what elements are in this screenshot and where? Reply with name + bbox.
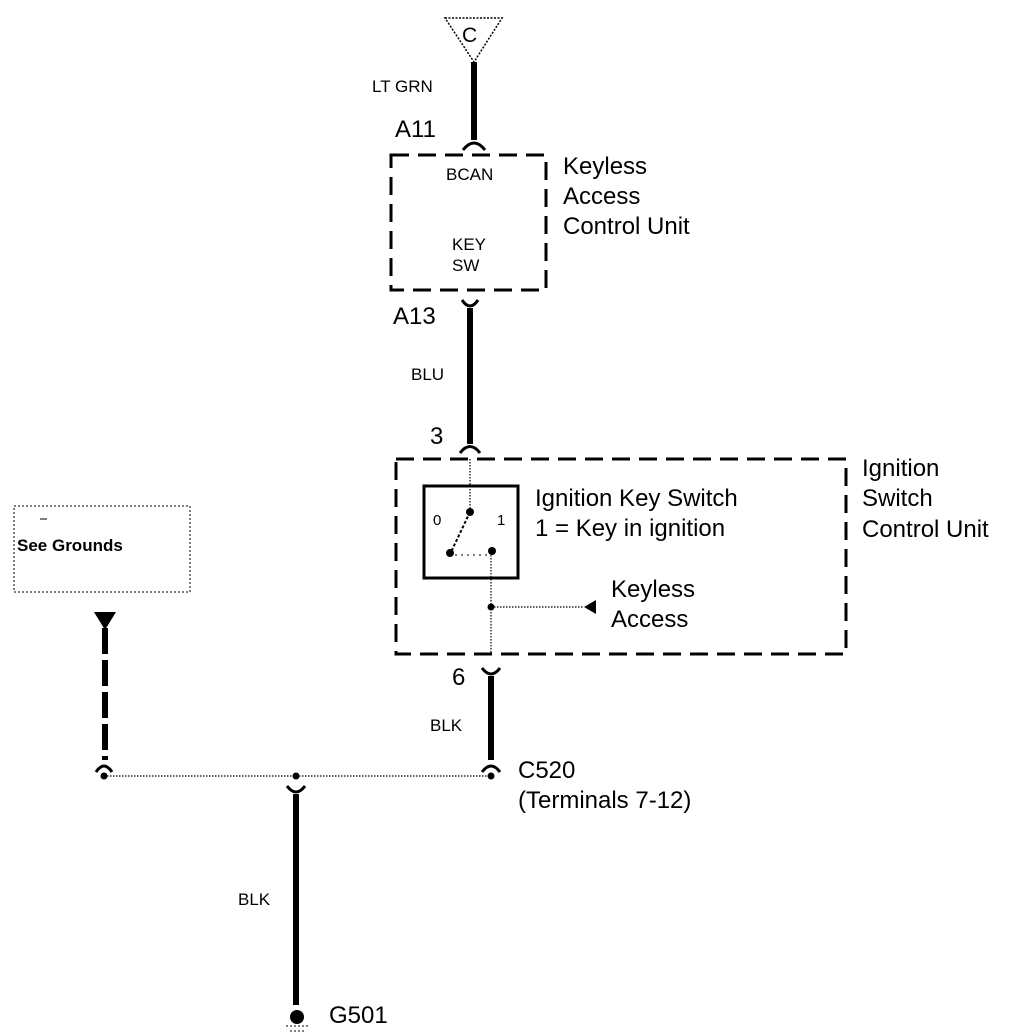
splice-dot-center xyxy=(292,772,300,780)
splice-dot-right xyxy=(487,772,495,780)
wire-blk-lower-label: BLK xyxy=(238,890,271,909)
connector-c-triangle xyxy=(443,17,504,64)
keyless-unit-title-3: Control Unit xyxy=(563,213,690,240)
bcan-label: BCAN xyxy=(446,165,494,184)
connector-pin6-icon xyxy=(480,667,502,676)
ground-reference-arrow-icon xyxy=(94,612,116,630)
connector-a11-icon xyxy=(461,141,487,151)
pin-3-label: 3 xyxy=(430,423,444,450)
wire-lt-grn-label: LT GRN xyxy=(372,77,433,96)
key-switch-label-2: 1 = Key in ignition xyxy=(535,515,726,542)
connector-c-label: C xyxy=(462,24,478,47)
key-sw-label-1: KEY xyxy=(452,235,487,254)
ground-g501-icon xyxy=(290,1010,304,1024)
keyless-unit-box xyxy=(389,153,548,292)
pin-6-label: 6 xyxy=(452,664,466,691)
ignition-unit-box xyxy=(394,457,848,656)
switch-pos-1-label: 1 xyxy=(497,512,506,529)
key-switch-label-1: Ignition Key Switch xyxy=(535,485,738,512)
splice-c520-label: C520 xyxy=(518,757,576,784)
key-sw-label-2: SW xyxy=(452,256,480,275)
keyless-unit-title-1: Keyless xyxy=(563,153,648,180)
keyless-unit-title-2: Access xyxy=(563,183,641,210)
connector-c520-icon xyxy=(480,764,502,773)
see-grounds-box xyxy=(13,505,191,593)
ignition-unit-title-1: Ignition xyxy=(862,455,940,482)
key-switch-box xyxy=(422,484,520,580)
ignition-unit-title-3: Control Unit xyxy=(862,516,989,543)
wire-blu-label: BLU xyxy=(411,365,445,384)
ignition-unit-title-2: Switch xyxy=(862,485,933,512)
ground-g501-label: G501 xyxy=(329,1002,388,1029)
switch-contact-1 xyxy=(488,547,496,555)
connector-a13-icon xyxy=(460,299,480,308)
wire-blk-upper-label: BLK xyxy=(430,716,463,735)
switch-contact-0 xyxy=(446,549,454,557)
connector-pin3-icon xyxy=(458,445,482,454)
keyless-access-arrow-icon xyxy=(584,600,596,614)
see-grounds-label[interactable]: See Grounds xyxy=(17,536,123,555)
switch-arm xyxy=(451,511,471,551)
connector-left-icon xyxy=(94,764,114,773)
pin-a13-label: A13 xyxy=(393,303,436,330)
splice-dot-left xyxy=(100,772,108,780)
keyless-access-label-1: Keyless xyxy=(611,576,696,603)
splice-terminals-label: (Terminals 7-12) xyxy=(518,787,692,814)
pin-a11-label: A11 xyxy=(395,116,436,143)
keyless-access-label-2: Access xyxy=(611,606,689,633)
connector-g501-icon xyxy=(285,785,307,794)
switch-pos-0-label: 0 xyxy=(433,512,442,529)
